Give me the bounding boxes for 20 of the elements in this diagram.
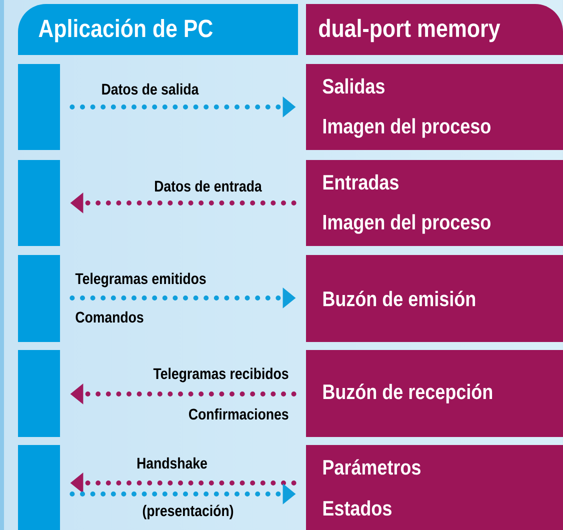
memory-box: Buzón de emisión [306, 255, 563, 342]
arrow-label: Telegramas recibidos [153, 368, 288, 382]
arrow-label: Handshake [137, 457, 207, 469]
arrow-label: Comandos [76, 311, 144, 323]
memory-box: Entradas Imagen del proceso [306, 160, 563, 246]
bar [18, 255, 60, 342]
memory-box: Salidas Imagen del proceso [306, 64, 563, 150]
arrow-label: Confirmaciones [189, 408, 288, 420]
memory-box: Parámetros Estados [306, 445, 563, 530]
bar [18, 445, 60, 530]
header-box: Aplicación de PC [18, 4, 298, 55]
arrow-label: Datos de salida [102, 83, 199, 95]
bar [18, 64, 60, 150]
arrow-label: (presentación) [142, 504, 234, 520]
header-box: dual-port memory [306, 4, 563, 55]
memory-box: Buzón de recepción [306, 350, 563, 437]
bar [18, 160, 60, 246]
arrow-label: Datos de entrada [155, 180, 262, 192]
arrow-label: Telegramas emitidos [75, 272, 206, 288]
bar [18, 350, 60, 437]
